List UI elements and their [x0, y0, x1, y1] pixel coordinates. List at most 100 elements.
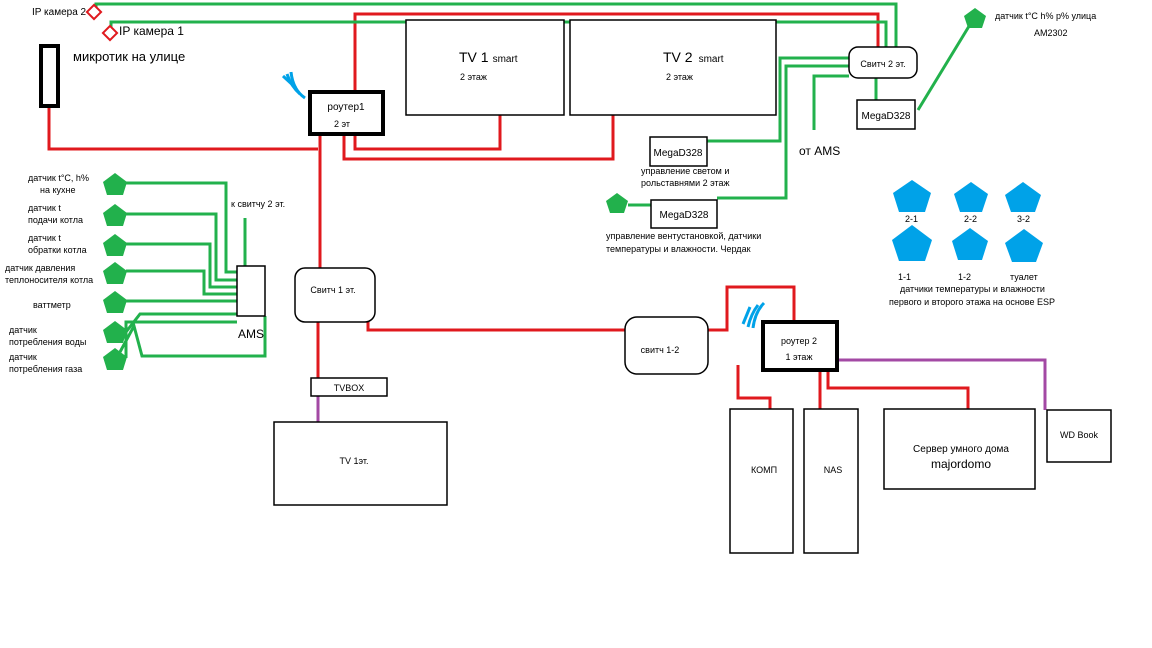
nas-label: NAS	[824, 465, 843, 475]
switch12-label: свитч 1-2	[641, 345, 680, 355]
link-water-sensor	[124, 312, 237, 333]
gas-sensor-icon	[103, 348, 127, 370]
esp-caption-1: датчики температуры и влажности	[900, 284, 1045, 294]
link-router1-top-loop	[353, 12, 880, 92]
nas-box	[803, 408, 859, 554]
ams-label: AMS	[238, 327, 264, 341]
mega-vent-box	[650, 199, 718, 229]
left-sensors	[103, 173, 127, 370]
tv1-box	[405, 19, 565, 116]
esp-sensor-1-1-icon	[892, 225, 932, 261]
esp-label-3-2: 3-2	[1017, 214, 1030, 224]
switch2-box	[848, 46, 918, 79]
mega-vent-caption-2: температуры и влажности. Чердак	[606, 244, 751, 254]
ip-camera-1-icon	[101, 24, 119, 42]
kitchen-sensor-label: датчик t°C, h%на кухне	[28, 173, 89, 195]
mega-top-label: MegaD328	[862, 111, 911, 122]
wdbook-box	[1046, 409, 1112, 463]
switch2-label: Свитч 2 эт.	[860, 59, 905, 69]
wattmeter-label: ваттметр	[33, 300, 71, 310]
link-from-ams	[812, 74, 849, 130]
tvbox-box	[310, 377, 388, 397]
ip-camera-2-label: IP камера 2	[32, 7, 87, 18]
ams-box	[236, 265, 266, 317]
link-switch12-komp	[736, 365, 772, 409]
esp-sensor-2-2-icon	[954, 182, 988, 212]
from-ams-label: от AMS	[799, 144, 840, 158]
server-box	[883, 408, 1036, 490]
tv2-floor: 2 этаж	[666, 72, 693, 82]
router2-floor: 1 этаж	[786, 352, 813, 362]
tv1-floor: 2 этаж	[460, 72, 487, 82]
wdbook-label: WD Book	[1060, 430, 1099, 440]
tv-1et-label: TV 1эт.	[339, 456, 368, 466]
router1-box	[308, 90, 385, 136]
router2-label: роутер 2	[781, 336, 817, 346]
esp-caption-2: первого и второго этажа на основе ESP	[889, 297, 1055, 307]
mega-light-box	[649, 136, 708, 167]
switch1-label: Свитч 1 эт.	[310, 285, 355, 295]
esp-sensor-1-2-icon	[952, 228, 988, 260]
esp-label-2-2: 2-2	[964, 214, 977, 224]
street-sensor-model: AM2302	[1034, 28, 1068, 38]
esp-sensor-toilet-icon	[1005, 229, 1043, 262]
komp-box	[729, 408, 794, 554]
mega-light-label: MegaD328	[654, 148, 703, 159]
mega-top-box	[856, 99, 916, 130]
vent-sensor-icon	[606, 193, 628, 213]
kitchen-sensor-icon	[103, 173, 127, 195]
esp-label-1-2: 1-2	[958, 272, 971, 282]
esp-label-2-1: 2-1	[905, 214, 918, 224]
link-pressure-sensor	[126, 269, 237, 296]
router2-box	[761, 320, 839, 372]
mega-vent-label: MegaD328	[660, 210, 709, 221]
link-supply-sensor	[126, 212, 237, 282]
mega-vent-caption-1: управление вентустановкой, датчики	[606, 231, 761, 241]
link-switch1-switch12	[366, 315, 625, 332]
return-sensor-icon	[103, 234, 127, 256]
pressure-sensor-icon	[103, 262, 127, 284]
server-label: Сервер умного дома	[913, 444, 1009, 455]
to-switch2-label: к свитчу 2 эт.	[231, 199, 285, 209]
ip-camera-2-icon	[85, 3, 103, 21]
router1-floor: 2 эт	[334, 119, 350, 129]
mikrotik-device	[39, 44, 60, 108]
esp-label-toilet: туалет	[1010, 272, 1038, 282]
server-name: majordomo	[931, 457, 991, 471]
link-kitchen-sensor	[126, 181, 237, 274]
link-gas-sensor-2	[118, 316, 267, 358]
mega-light-caption-2: рольставнями 2 этаж	[641, 178, 730, 188]
tvbox-label: TVBOX	[334, 383, 365, 393]
link-router1-tv1	[353, 115, 502, 151]
link-gas-sensor	[124, 320, 237, 358]
komp-label: КОМП	[751, 465, 777, 475]
esp-sensors	[892, 180, 1043, 262]
mikrotik-label: микротик на улице	[73, 49, 185, 64]
link-street-sensor	[916, 17, 976, 111]
esp-sensor-2-1-icon	[893, 180, 931, 212]
wattmeter-sensor-icon	[103, 291, 127, 313]
esp-sensor-3-2-icon	[1005, 182, 1041, 212]
link-switch2-mega-light	[707, 56, 849, 143]
link-router2-wdbook	[838, 358, 1047, 410]
street-sensor-label: датчик t°C h% p% улица	[995, 11, 1096, 21]
tv2-box	[569, 19, 777, 116]
link-switch12-router2-loop	[708, 285, 796, 332]
water-sensor-icon	[103, 321, 127, 343]
router1-label: роутер1	[327, 102, 365, 113]
ip-camera-1-label: IP камера 1	[119, 24, 184, 38]
wifi-icon-router1	[281, 71, 306, 100]
link-mikrotik-router1	[47, 107, 318, 151]
switch1-box	[294, 267, 376, 323]
link-router1-tv2	[342, 115, 615, 161]
link-switch2-mega-vent	[717, 64, 849, 200]
link-router2-server	[826, 370, 970, 409]
